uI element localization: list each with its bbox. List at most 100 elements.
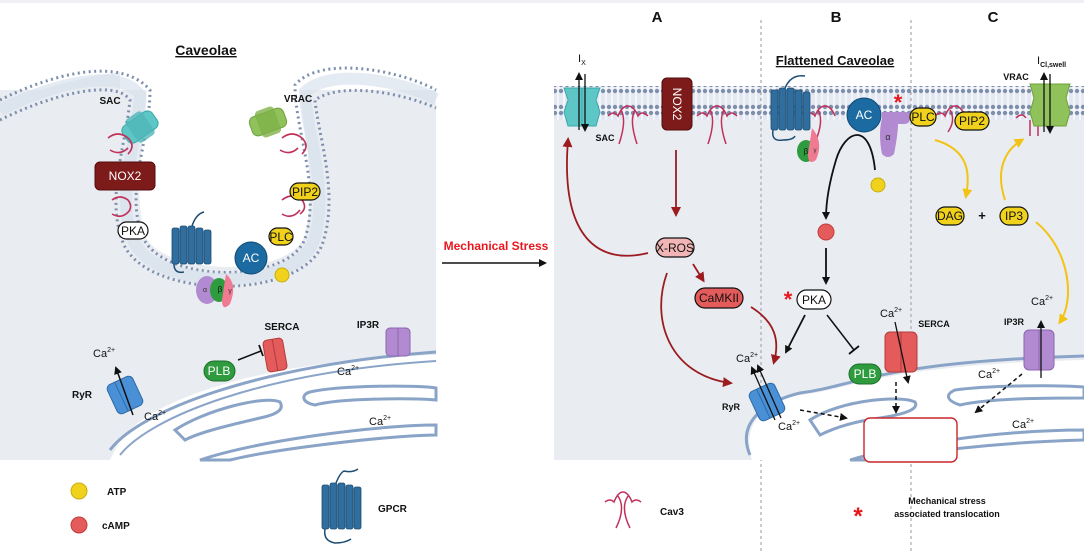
left-panel: Caveolae SAC VRAC NOX2 PKA bbox=[0, 40, 439, 462]
nox2-label: NOX2 bbox=[670, 88, 684, 121]
legend-asterisk-icon: * bbox=[853, 503, 863, 530]
serca-pump-icon bbox=[262, 337, 288, 373]
xros-to-camkii-arrow bbox=[692, 263, 705, 283]
pka-inhibits-plb bbox=[826, 314, 855, 351]
svg-text:Ca2+: Ca2+ bbox=[1012, 418, 1034, 431]
ryr-label: RyR bbox=[722, 402, 741, 412]
sac-channel-icon bbox=[121, 110, 159, 144]
camkii-pill: CaMKII bbox=[694, 287, 744, 309]
legend-camp-label: cAMP bbox=[102, 521, 130, 532]
serca-ca-uptake-arrow bbox=[894, 321, 911, 384]
legend-camp-icon bbox=[70, 516, 88, 534]
legend-cav3-label: Cav3 bbox=[660, 507, 684, 518]
svg-text:Ca2+: Ca2+ bbox=[1031, 295, 1053, 308]
cav3-icon bbox=[107, 133, 307, 218]
svg-text:AC: AC bbox=[243, 251, 260, 265]
nox2-box-vertical: NOX2 bbox=[661, 77, 693, 131]
svg-text:α: α bbox=[203, 287, 207, 294]
legend-cav3-icon bbox=[604, 491, 642, 529]
svg-text:β: β bbox=[218, 285, 223, 294]
flattened-caveolae-title: Flattened Caveolae bbox=[776, 53, 895, 68]
svg-text:X-ROS: X-ROS bbox=[656, 241, 694, 255]
pip2-hydrolysis-arrow bbox=[934, 139, 973, 199]
svg-text:CaMKII: CaMKII bbox=[699, 291, 739, 305]
section-a-label: A bbox=[652, 9, 663, 26]
svg-text:Ca2+: Ca2+ bbox=[880, 307, 902, 320]
vrac-label: VRAC bbox=[284, 94, 312, 105]
svg-text:Ca2+: Ca2+ bbox=[369, 415, 391, 428]
ip3r-to-clock-dashed-arrow bbox=[974, 373, 1023, 414]
translocation-asterisk-pka: * bbox=[784, 287, 793, 312]
legend-asterisk-desc-line2: associated translocation bbox=[894, 509, 1000, 519]
translocation-asterisk-alpha: * bbox=[894, 90, 903, 115]
dag-pill: DAG bbox=[935, 206, 965, 226]
sac-label: SAC bbox=[99, 96, 120, 107]
ac-circle: AC bbox=[234, 241, 268, 275]
svg-text:DAG: DAG bbox=[937, 209, 963, 223]
ryr-to-clock-dashed-arrow bbox=[799, 409, 848, 421]
svg-text:α: α bbox=[885, 132, 890, 142]
sac-label-a: SAC bbox=[595, 133, 615, 143]
svg-text:PKA: PKA bbox=[121, 224, 145, 238]
icl-swell-label: ICl,swell bbox=[1037, 55, 1066, 69]
nox2-box: NOX2 bbox=[94, 161, 156, 191]
svg-text:Ca2+: Ca2+ bbox=[337, 365, 359, 378]
plasma-membrane bbox=[0, 66, 437, 274]
vrac-label: VRAC bbox=[1003, 72, 1029, 82]
legend-gpcr-label: GPCR bbox=[378, 504, 408, 515]
pka-pill: PKA bbox=[796, 289, 832, 310]
cav3-icon bbox=[607, 105, 1039, 145]
camkii-to-ryr-arrow bbox=[750, 306, 781, 365]
svg-text:Ca2+: Ca2+ bbox=[978, 368, 1000, 381]
g-alpha-icon: α bbox=[880, 112, 910, 157]
plc-pill: PLC bbox=[909, 107, 937, 127]
flat-plasma-membrane bbox=[554, 86, 1084, 120]
svg-text:Ca2+: Ca2+ bbox=[736, 352, 758, 365]
svg-text:Ca2+: Ca2+ bbox=[144, 410, 166, 423]
plb-inhibits-serca bbox=[237, 350, 262, 361]
svg-text:PLC: PLC bbox=[911, 110, 935, 124]
ac-circle: AC bbox=[846, 97, 882, 133]
mechanical-stress-label: Mechanical Stress bbox=[444, 239, 549, 253]
top-border bbox=[0, 0, 1084, 3]
serca-label: SERCA bbox=[264, 322, 299, 333]
ryr-ca-release-arrow bbox=[114, 366, 134, 416]
section-b-label: B bbox=[831, 9, 842, 26]
plus-sign: + bbox=[978, 208, 986, 223]
camp-molecule-icon bbox=[817, 223, 835, 241]
xros-to-ryr-arrow bbox=[660, 272, 733, 388]
svg-text:PIP2: PIP2 bbox=[959, 114, 985, 128]
vrac-channel-icon bbox=[248, 106, 288, 138]
legend-gpcr-icon bbox=[321, 468, 362, 544]
gpcr-icon bbox=[770, 75, 811, 142]
atp-to-camp-arrow bbox=[822, 134, 876, 220]
legend-atp-label: ATP bbox=[107, 487, 127, 498]
sac-channel-icon bbox=[563, 87, 601, 127]
g-protein-icon: α β γ bbox=[196, 274, 234, 308]
section-c-label: C bbox=[988, 9, 999, 26]
ip3r-channel-icon bbox=[1023, 329, 1055, 371]
ip3r-channel-icon bbox=[385, 327, 411, 357]
svg-text:β: β bbox=[804, 147, 809, 156]
atp-molecule-icon bbox=[870, 177, 886, 193]
ip3-pill: IP3 bbox=[999, 206, 1029, 226]
mechanical-stress-transition: Mechanical Stress bbox=[442, 239, 549, 267]
serca-label: SERCA bbox=[918, 319, 950, 329]
svg-text:PLC: PLC bbox=[269, 230, 293, 244]
svg-text:γ: γ bbox=[228, 288, 232, 295]
g-beta-gamma-icon: β γ bbox=[797, 128, 820, 162]
svg-text:Ca2+: Ca2+ bbox=[778, 420, 800, 433]
ip3r-label: IP3R bbox=[1004, 317, 1025, 327]
sarcoplasmic-reticulum bbox=[108, 350, 438, 462]
gpcr-icon bbox=[171, 211, 212, 274]
xros-to-sac-arrow bbox=[562, 137, 649, 257]
pka-to-ryr-arrow bbox=[785, 314, 806, 354]
svg-text:PKA: PKA bbox=[802, 293, 826, 307]
svg-text:PLB: PLB bbox=[208, 364, 231, 378]
legend-atp-icon bbox=[70, 482, 88, 500]
legend-asterisk-desc-line1: Mechanical stress bbox=[908, 496, 986, 506]
ryr-label: RyR bbox=[72, 390, 93, 401]
caveolae-title: Caveolae bbox=[175, 42, 237, 58]
legend: ATP cAMP GPCR Cav3 * Mechanical stress a… bbox=[70, 468, 1000, 544]
